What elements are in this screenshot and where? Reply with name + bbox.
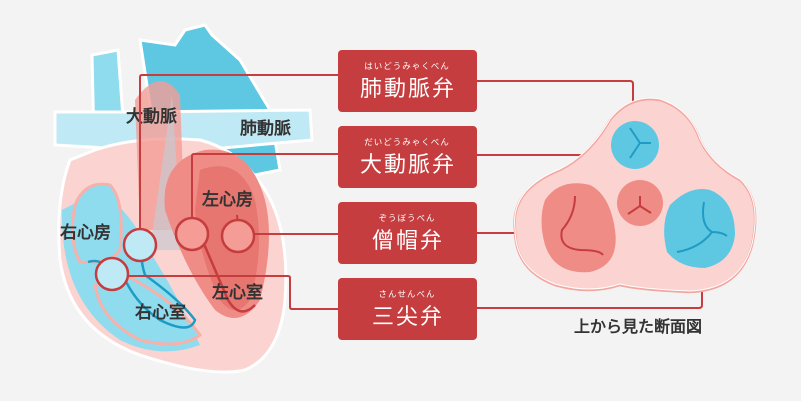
cross-pulmonary-valve: [611, 121, 659, 169]
connector-pulmonary-right: [477, 80, 638, 126]
connector-aortic-left: [191, 153, 338, 218]
label-left-atrium: 左心房: [202, 189, 253, 210]
ruby-mitral: ぞうぼうべん: [378, 214, 435, 224]
label-left-ventricle: 左心室: [212, 282, 263, 303]
label-right-atrium: 右心房: [60, 222, 111, 243]
cross-section-white-edge: [514, 97, 756, 292]
aortic-valve-circle: [174, 216, 210, 252]
valve-label-boxes: はいどうみゃくべん 肺動脈弁 だいどうみゃくべん 大動脈弁 ぞうぼうべん 僧帽弁…: [338, 50, 477, 340]
cross-section-caption: 上から見た断面図: [574, 317, 702, 336]
valve-box-mitral: ぞうぼうべん 僧帽弁: [338, 202, 477, 264]
cross-aortic-commissure-icon: [627, 196, 652, 215]
cross-mitral-valve: [541, 183, 616, 273]
heart-illustration: 大動脈 肺動脈 左心房 右心房 左心室 右心室: [53, 23, 314, 374]
label-pulmonary-artery: 肺動脈: [240, 118, 291, 139]
ruby-pulmonary: はいどうみゃくべん: [364, 62, 450, 72]
name-tricuspid: 三尖弁: [372, 305, 444, 330]
cross-mitral-line-icon: [560, 195, 604, 256]
cross-section-view: 上から見た断面図: [513, 97, 757, 336]
cross-tricuspid-valve: [664, 189, 735, 268]
valve-box-pulmonary: はいどうみゃくべん 肺動脈弁: [338, 50, 477, 112]
right-atrium-shape: [70, 182, 123, 264]
label-aorta: 大動脈: [126, 106, 177, 127]
mitral-valve-circle: [220, 218, 256, 254]
connector-pulmonary-left: [139, 74, 338, 229]
label-right-ventricle: 右心室: [135, 302, 186, 323]
tricuspid-valve-circle: [94, 256, 130, 292]
cross-tricuspid-line-icon: [676, 201, 728, 253]
name-mitral: 僧帽弁: [372, 229, 444, 254]
valve-box-tricuspid: さんせんべん 三尖弁: [338, 278, 477, 340]
blood-flow-arrow-left: [196, 229, 256, 313]
ruby-aortic: だいどうみゃくべん: [364, 138, 450, 148]
name-aortic: 大動脈弁: [360, 153, 456, 178]
pulmonary-valve-circle: [122, 227, 158, 263]
connector-tricuspid-left: [128, 275, 338, 310]
valve-box-aortic: だいどうみゃくべん 大動脈弁: [338, 126, 477, 188]
connector-tricuspid-right: [477, 261, 707, 309]
cross-pulmonary-commissure-icon: [629, 127, 651, 159]
ruby-tricuspid: さんせんべん: [378, 290, 435, 300]
name-pulmonary: 肺動脈弁: [360, 77, 456, 102]
